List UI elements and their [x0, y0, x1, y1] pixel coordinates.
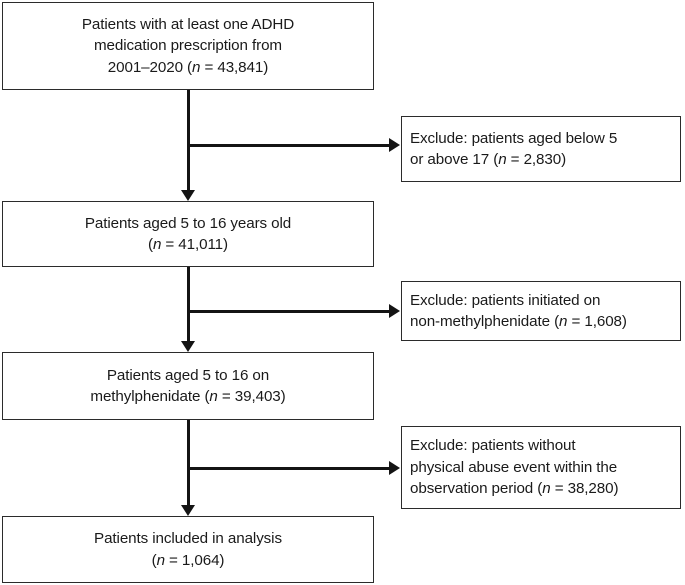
connector-methylphenidate-to-analysis-arrowhead — [180, 505, 195, 516]
node-analysis-box: Patients included in analysis (n = 1,064… — [2, 516, 374, 583]
connector-cohort-to-exclude-age-line — [186, 143, 391, 147]
n-symbol: n — [152, 236, 162, 253]
node-cohort-box: Patients with at least one ADHD medicati… — [2, 2, 374, 90]
n-symbol: n — [559, 313, 568, 330]
node-exclude-abuse-label: Exclude: patients without physical abuse… — [410, 437, 619, 498]
connector-cohort-to-aged-arrowhead — [180, 190, 195, 201]
node-exclude-methylphenidate-label: Exclude: patients initiated on non-methy… — [410, 291, 627, 331]
node-aged-box: Patients aged 5 to 16 years old (n = 41,… — [2, 201, 374, 267]
node-analysis-label: Patients included in analysis (n = 1,064… — [94, 530, 282, 569]
n-symbol: n — [542, 480, 551, 498]
n-symbol: n — [192, 58, 201, 76]
connector-aged-to-methylphenidate-arrowhead — [180, 341, 195, 352]
node-cohort-label: Patients with at least one ADHD medicati… — [81, 15, 295, 76]
n-symbol: n — [156, 551, 165, 569]
connector-aged-to-exclude-methylphenidate-arrowhead — [389, 303, 400, 318]
node-exclude-methylphenidate-box: Exclude: patients initiated on non-methy… — [401, 281, 681, 341]
node-exclude-age-label: Exclude: patients aged below 5 or above … — [410, 129, 618, 169]
connector-aged-to-methylphenidate-line — [186, 267, 190, 345]
connector-cohort-to-exclude-age-arrowhead — [389, 137, 400, 152]
connector-methylphenidate-to-analysis-line — [186, 420, 190, 509]
connector-cohort-to-aged-line — [186, 90, 190, 194]
node-exclude-age-box: Exclude: patients aged below 5 or above … — [401, 116, 681, 182]
node-methylphenidate-label: Patients aged 5 to 16 on methylphenidate… — [90, 366, 286, 406]
connector-methylphenidate-to-exclude-abuse-arrowhead — [389, 460, 400, 475]
connector-methylphenidate-to-exclude-abuse-line — [186, 466, 391, 470]
node-aged-label: Patients aged 5 to 16 years old (n = 41,… — [84, 214, 292, 254]
node-methylphenidate-box: Patients aged 5 to 16 on methylphenidate… — [2, 352, 374, 420]
n-symbol: n — [209, 388, 218, 405]
node-exclude-abuse-box: Exclude: patients without physical abuse… — [401, 426, 681, 509]
n-symbol: n — [498, 151, 507, 168]
connector-aged-to-exclude-methylphenidate-line — [186, 309, 391, 313]
